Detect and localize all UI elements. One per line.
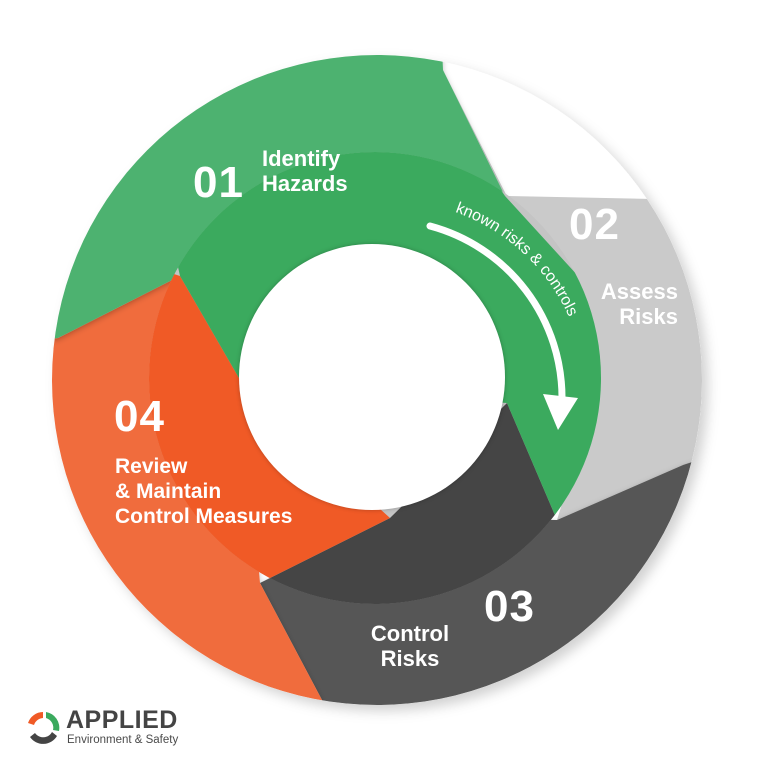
step-03-number: 03 [484,582,535,631]
center-hole [239,244,505,510]
segment-02-outer [443,70,702,520]
step-01-title-line2: Hazards [262,170,348,196]
logo-tagline: Environment & Safety [67,734,179,746]
step-04-title-line3: Control Measures [115,505,293,529]
step-04-number: 04 [114,392,165,441]
applied-logo: APPLIED Environment & Safety [24,704,194,752]
step-02-title-line2: Risks [619,303,678,329]
arrow-shaft [426,222,566,404]
step-02-title: Assess Risks [596,279,678,329]
step-02-number: 02 [569,200,620,249]
step-04-title-line2: & Maintain [115,480,222,504]
step-02-title-line1: Assess [600,279,678,304]
step-03-title-line1: Control [370,621,450,646]
step-01-number: 01 [193,158,244,207]
step-04-title-line1: Review [115,455,188,478]
step-03-title-line2: Risks [380,645,440,671]
step-03-title: Control Risks [362,621,458,671]
step-04-title: Review & Maintain Control Measures [115,454,292,530]
logo-swirl-icon [28,712,60,744]
logo-name: APPLIED [66,706,178,734]
step-01-title-line1: Identify [262,146,341,171]
step-01-title: Identify Hazards [262,146,348,196]
arrow-head-icon [543,394,578,430]
